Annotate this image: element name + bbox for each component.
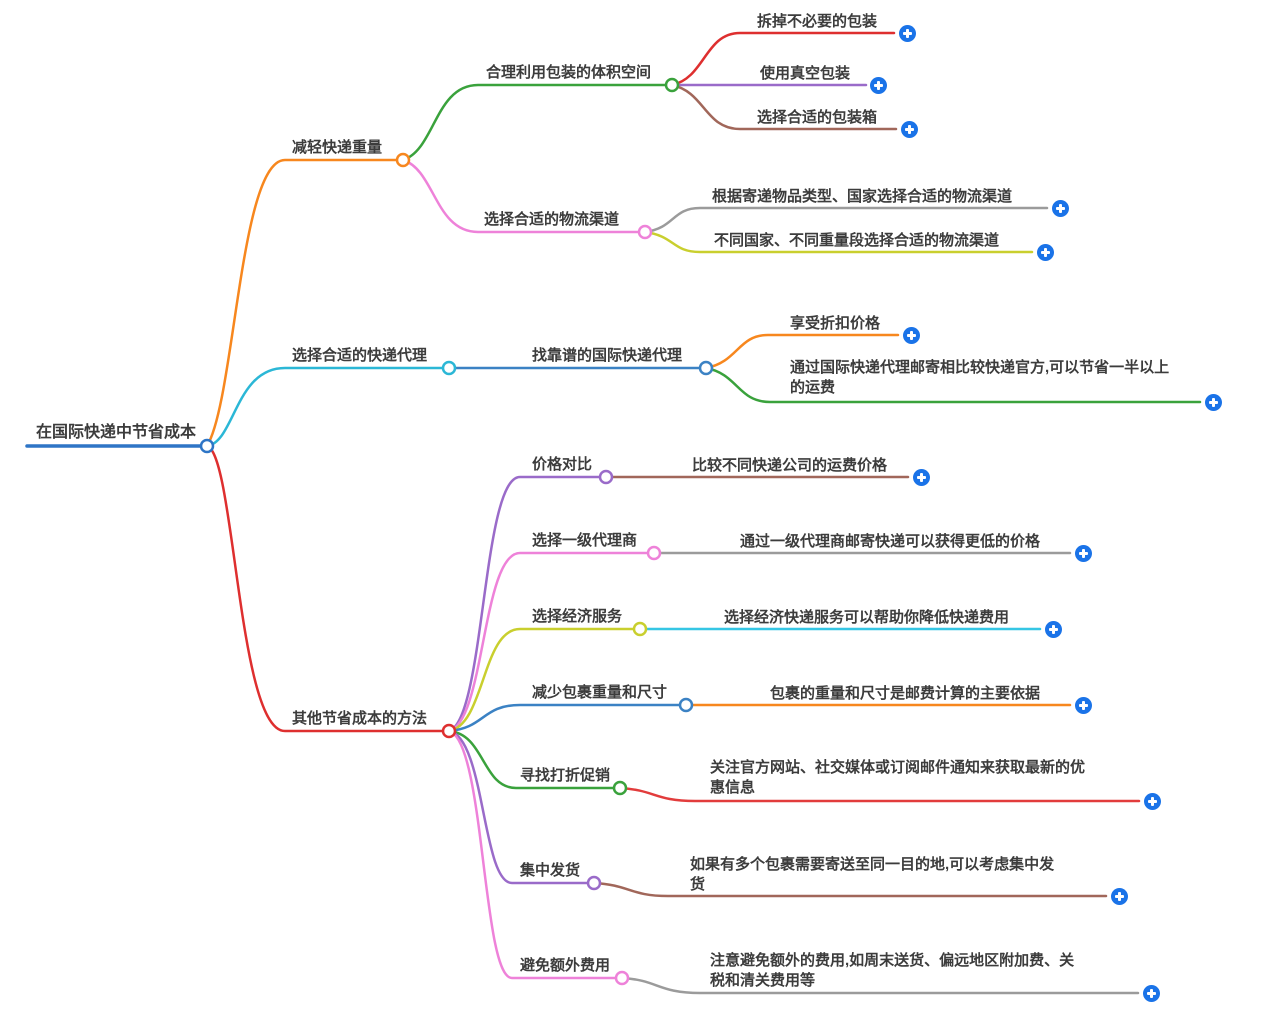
plus-icon[interactable] bbox=[899, 25, 916, 42]
edge-consolidate-detail bbox=[592, 881, 1108, 898]
edge-reduce-size bbox=[447, 703, 682, 733]
edge-channel-by-country bbox=[643, 230, 1034, 254]
edge-remove-packaging bbox=[670, 31, 896, 87]
edge-avoid-fees-detail bbox=[620, 976, 1140, 995]
node-price-compare[interactable]: 价格对比 bbox=[532, 456, 593, 473]
leaf-discount-price[interactable]: 享受折扣价格 bbox=[790, 315, 881, 332]
node-handle-consolidate[interactable] bbox=[586, 875, 602, 891]
edge-follow-channels bbox=[618, 786, 1141, 803]
leaf-follow-channels[interactable]: 关注官方网站、社交媒体或订阅邮件通知来获取最新的优惠信息 bbox=[710, 759, 1086, 796]
plus-icon[interactable] bbox=[870, 77, 887, 94]
node-handle-price-compare[interactable] bbox=[598, 469, 614, 485]
node-handle-first-level-agent[interactable] bbox=[646, 545, 662, 561]
node-first-level-agent[interactable]: 选择一级代理商 bbox=[532, 532, 638, 549]
leaf-save-half[interactable]: 通过国际快递代理邮寄相比较快递官方,可以节省一半以上的运费 bbox=[790, 359, 1170, 396]
node-other-methods[interactable]: 其他节省成本的方法 bbox=[292, 710, 428, 727]
plus-icon[interactable] bbox=[903, 327, 920, 344]
plus-icon[interactable] bbox=[901, 121, 918, 138]
leaf-vacuum-packaging[interactable]: 使用真空包装 bbox=[760, 65, 851, 82]
plus-icon[interactable] bbox=[1075, 697, 1092, 714]
plus-icon[interactable] bbox=[1075, 545, 1092, 562]
leaf-lower-price-agent[interactable]: 通过一级代理商邮寄快递可以获得更低的价格 bbox=[740, 533, 1041, 550]
node-choose-channel[interactable]: 选择合适的物流渠道 bbox=[484, 211, 620, 228]
edge-right-box bbox=[670, 83, 898, 131]
edge-find-discounts bbox=[447, 729, 616, 790]
plus-icon[interactable] bbox=[1052, 200, 1069, 217]
node-find-discounts[interactable]: 寻找打折促销 bbox=[520, 767, 611, 784]
node-handle-avoid-fees[interactable] bbox=[614, 970, 630, 986]
edge-price-compare bbox=[447, 475, 602, 733]
node-choose-agent[interactable]: 选择合适的快递代理 bbox=[292, 347, 428, 364]
leaf-avoid-fees-detail[interactable]: 注意避免额外的费用,如周末送货、偏远地区附加费、关税和清关费用等 bbox=[710, 952, 1075, 989]
node-handle-other-methods[interactable] bbox=[441, 723, 457, 739]
plus-icon[interactable] bbox=[1143, 985, 1160, 1002]
leaf-size-basis[interactable]: 包裹的重量和尺寸是邮费计算的主要依据 bbox=[770, 685, 1041, 702]
node-handle-use-package-space[interactable] bbox=[664, 77, 680, 93]
node-handle-root[interactable] bbox=[199, 438, 215, 454]
node-handle-reliable-agent[interactable] bbox=[698, 360, 714, 376]
node-handle-reduce-weight[interactable] bbox=[395, 152, 411, 168]
edge-reduce-weight bbox=[205, 158, 399, 448]
edge-avoid-fees bbox=[447, 729, 618, 980]
leaf-consolidate-detail[interactable]: 如果有多个包裹需要寄送至同一目的地,可以考虑集中发货 bbox=[690, 856, 1055, 893]
leaf-right-box[interactable]: 选择合适的包装箱 bbox=[757, 109, 878, 126]
node-handle-reduce-size[interactable] bbox=[678, 697, 694, 713]
node-handle-find-discounts[interactable] bbox=[612, 780, 628, 796]
leaf-channel-by-item[interactable]: 根据寄递物品类型、国家选择合适的物流渠道 bbox=[712, 188, 1013, 205]
node-root[interactable]: 在国际快递中节省成本 bbox=[36, 424, 197, 441]
edge-first-level-agent bbox=[447, 551, 650, 733]
node-handle-choose-channel[interactable] bbox=[637, 224, 653, 240]
plus-icon[interactable] bbox=[1111, 888, 1128, 905]
edge-save-half bbox=[704, 366, 1202, 404]
leaf-compare-companies[interactable]: 比较不同快递公司的运费价格 bbox=[692, 457, 888, 474]
edge-discount-price bbox=[704, 333, 900, 370]
edge-other-methods bbox=[205, 444, 445, 733]
node-reliable-agent[interactable]: 找靠谱的国际快递代理 bbox=[532, 347, 683, 364]
node-reduce-weight[interactable]: 减轻快递重量 bbox=[292, 139, 383, 156]
node-economy-service[interactable]: 选择经济服务 bbox=[532, 608, 623, 625]
plus-icon[interactable] bbox=[1037, 244, 1054, 261]
leaf-channel-by-country[interactable]: 不同国家、不同重量段选择合适的物流渠道 bbox=[714, 232, 1000, 249]
node-reduce-size[interactable]: 减少包裹重量和尺寸 bbox=[532, 684, 668, 701]
plus-icon[interactable] bbox=[913, 469, 930, 486]
plus-icon[interactable] bbox=[1144, 793, 1161, 810]
edge-choose-channel bbox=[401, 158, 641, 234]
edge-consolidate bbox=[447, 729, 590, 885]
leaf-remove-packaging[interactable]: 拆掉不必要的包装 bbox=[757, 13, 878, 30]
edge-economy-service bbox=[447, 627, 636, 733]
node-handle-choose-agent[interactable] bbox=[441, 360, 457, 376]
node-avoid-fees[interactable]: 避免额外费用 bbox=[520, 957, 611, 974]
edge-channel-by-item bbox=[643, 206, 1049, 234]
node-consolidate[interactable]: 集中发货 bbox=[520, 862, 581, 879]
plus-icon[interactable] bbox=[1205, 394, 1222, 411]
node-handle-economy-service[interactable] bbox=[632, 621, 648, 637]
plus-icon[interactable] bbox=[1045, 621, 1062, 638]
edge-choose-agent bbox=[205, 366, 445, 448]
node-use-package-space[interactable]: 合理利用包装的体积空间 bbox=[486, 64, 652, 81]
edge-use-package-space bbox=[401, 83, 668, 162]
leaf-economy-lowers-cost[interactable]: 选择经济快递服务可以帮助你降低快递费用 bbox=[724, 609, 1010, 626]
